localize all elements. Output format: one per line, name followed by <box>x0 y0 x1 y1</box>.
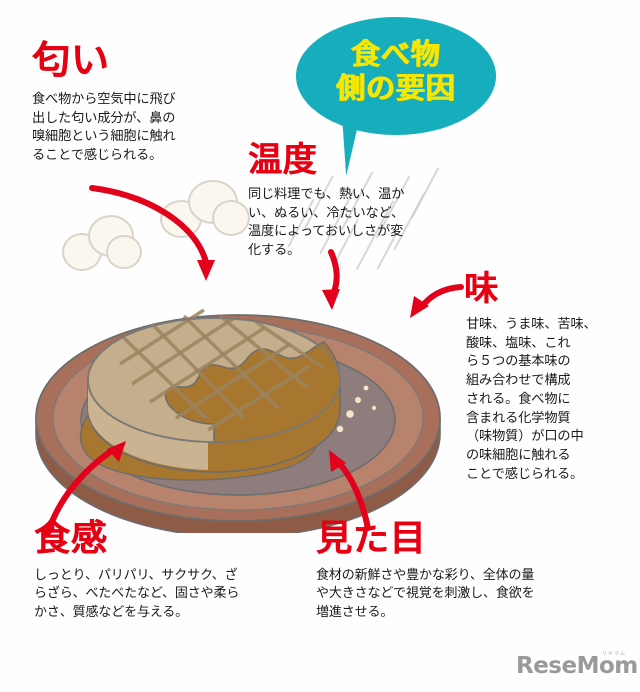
body-line: 酸味、塩味、これ <box>466 334 571 350</box>
section-texture: 食感 しっとり、パリパリ、サクサク、ざ らざら、べたべたなど、固さや柔ら かさ、… <box>34 520 314 621</box>
body-line: ことで感じられる。 <box>466 465 584 481</box>
bubble-line-1: 食べ物 <box>351 39 441 71</box>
steam-puff-icon <box>62 215 142 271</box>
dish-svg <box>35 308 441 538</box>
body-line: （味物質）が口の中 <box>466 428 584 444</box>
body-line: 同じ料理でも、熱い、温か <box>248 186 405 201</box>
body-line: ら５つの基本味の <box>466 353 571 369</box>
body-line: の味細胞に触れる <box>466 447 571 463</box>
section-temperature-body: 同じ料理でも、熱い、温か い、ぬるい、冷たいなど、 温度によっておいしさが変 化… <box>248 185 453 260</box>
section-temperature: 温度 同じ料理でも、熱い、温か い、ぬるい、冷たいなど、 温度によっておいしさが… <box>248 143 453 260</box>
section-taste-heading: 味 <box>464 270 499 308</box>
body-line: 組み合わせで構成 <box>466 372 571 388</box>
body-line: 出した匂い成分が、鼻の <box>32 109 176 125</box>
body-line: や大きさなどで視覚を刺激し、食欲を <box>316 585 535 601</box>
section-smell: 匂い 食べ物から空気中に飛び 出した匂い成分が、鼻の 嗅細胞という細胞に触れ る… <box>32 42 247 165</box>
section-smell-body: 食べ物から空気中に飛び 出した匂い成分が、鼻の 嗅細胞という細胞に触れ ることで… <box>32 90 247 165</box>
section-temperature-heading: 温度 <box>248 141 318 179</box>
section-texture-heading: 食感 <box>34 517 108 558</box>
section-appearance-heading: 見た目 <box>316 517 427 558</box>
section-taste-body: 甘味、うま味、苦味、 酸味、塩味、これ ら５つの基本味の 組み合わせで構成 され… <box>466 315 634 484</box>
callout-bubble: 食べ物 側の要因 <box>296 17 496 177</box>
section-texture-body: しっとり、パリパリ、サクサク、ざ らざら、べたべたなど、固さや柔ら かさ、質感な… <box>34 566 314 621</box>
body-line: 化する。 <box>248 242 301 258</box>
body-line: らざら、べたべたなど、固さや柔ら <box>34 585 240 601</box>
body-line: される。食べ物に <box>466 390 571 406</box>
body-line: 食材の新鮮さや豊かな彩り、全体の量 <box>316 567 535 582</box>
bubble-line-2: 側の要因 <box>336 73 456 106</box>
section-taste: 味 甘味、うま味、苦味、 酸味、塩味、これ ら５つの基本味の 組み合わせで構成 … <box>464 272 634 484</box>
body-line: い、ぬるい、冷たいなど、 <box>248 204 405 220</box>
body-line: 温度によっておいしさが変 <box>248 223 404 239</box>
body-line: 含まれる化学物質 <box>466 409 571 425</box>
bubble-text: 食べ物 側の要因 <box>296 38 496 106</box>
body-line: ることで感じられる。 <box>32 147 163 163</box>
body-line: かさ、質感などを与える。 <box>34 603 189 619</box>
body-line: 食べ物から空気中に飛び <box>32 91 176 106</box>
resemom-logo: ReseMom リセマム <box>516 651 638 681</box>
body-line: 甘味、うま味、苦味、 <box>466 316 597 331</box>
body-line: 増進させる。 <box>316 603 394 619</box>
section-smell-heading: 匂い <box>32 40 110 82</box>
resemom-logo-ruby: リセマム <box>601 651 626 657</box>
body-line: 嗅細胞という細胞に触れ <box>32 128 176 144</box>
body-line: しっとり、パリパリ、サクサク、ざ <box>34 567 238 582</box>
bubble-body <box>296 17 496 135</box>
steam-puff-icon <box>160 180 250 238</box>
resemom-logo-text: ReseMom <box>516 653 638 679</box>
section-appearance: 見た目 食材の新鮮さや豊かな彩り、全体の量 や大きさなどで視覚を刺激し、食欲を … <box>316 520 616 621</box>
hamburg-steak-illustration <box>28 268 448 538</box>
section-appearance-body: 食材の新鮮さや豊かな彩り、全体の量 や大きさなどで視覚を刺激し、食欲を 増進させ… <box>316 566 616 621</box>
